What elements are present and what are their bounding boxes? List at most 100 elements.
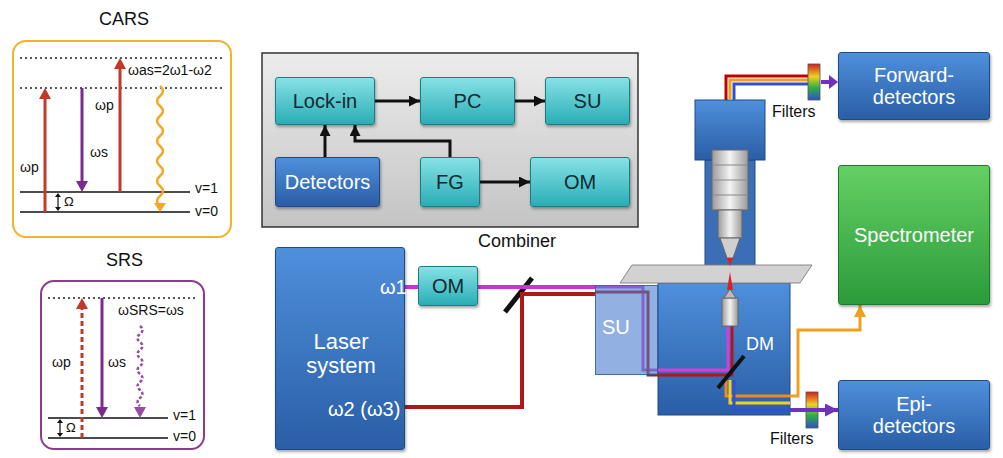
omega-arrow	[59, 423, 60, 433]
signal-arrow	[480, 181, 530, 184]
arrow-head	[134, 407, 146, 418]
energy-label: Ω	[66, 421, 76, 434]
epi-beam	[730, 380, 790, 403]
node-text: OM	[564, 171, 596, 193]
arrow-head	[57, 419, 63, 423]
virtual-level	[48, 297, 195, 298]
modulator-box: OM	[418, 266, 478, 306]
part-label: Filters	[770, 430, 814, 448]
signal-arrow	[324, 125, 327, 157]
arrow-head	[154, 203, 166, 212]
arrow-head	[57, 433, 63, 437]
forward-beam	[734, 84, 808, 100]
condenser-tip	[720, 238, 740, 258]
energy-label: v=0	[195, 204, 218, 219]
node-text: PC	[454, 90, 482, 112]
beam-connector	[478, 285, 595, 289]
node-text: SU	[574, 90, 602, 112]
spectrometer-box: Spectrometer	[838, 165, 990, 305]
node-text: SU	[602, 316, 630, 338]
node-text: ω1	[380, 276, 407, 298]
arrow-head	[96, 407, 108, 418]
microscope-body: DM	[658, 283, 790, 415]
forward-arrow	[821, 80, 830, 84]
node-text: CARS	[14, 10, 234, 30]
node-text: SRS	[42, 251, 207, 271]
focus-cone	[727, 272, 733, 290]
dichroic-mirror	[718, 356, 744, 388]
energy-label: ωp	[95, 98, 114, 113]
process-box: PC	[420, 77, 515, 125]
omega-arrow	[57, 197, 58, 207]
node-text: Forward- detectors	[859, 64, 969, 108]
detector-box: Epi- detectors	[838, 380, 990, 450]
pump-arrow	[119, 68, 122, 192]
energy-label: ωp	[20, 160, 39, 175]
condenser-lens	[712, 150, 748, 210]
lens-ring	[712, 165, 748, 166]
energy-label: ωSRS=ωs	[118, 303, 184, 318]
arrow-head	[55, 193, 61, 197]
process-box: FG	[420, 157, 480, 207]
node-text: OM	[432, 275, 464, 297]
node-text: Spectrometer	[854, 224, 974, 246]
beam-connector	[405, 285, 418, 289]
process-box: Detectors	[275, 157, 380, 207]
sample-stage	[620, 265, 812, 283]
node-text: ω2 (ω3)	[328, 398, 400, 420]
signal-arrow	[375, 100, 420, 103]
virtual-level	[20, 57, 225, 58]
microscope-body	[658, 283, 790, 415]
epi-beam	[726, 380, 790, 396]
focus-cone	[727, 258, 733, 266]
node-text: Detectors	[285, 171, 371, 193]
energy-label: ωp	[52, 355, 71, 370]
beam-connector	[790, 408, 838, 412]
detector-box: Forward- detectors	[838, 52, 990, 120]
node-text: FG	[436, 171, 464, 193]
energy-label: ωas=2ω1-ω2	[128, 63, 212, 78]
process-box: SU	[545, 77, 630, 125]
forward-beam	[726, 76, 808, 100]
arrow-head	[829, 75, 838, 89]
pump-arrow	[44, 98, 47, 212]
forward-beam	[730, 80, 808, 100]
condenser-lens	[718, 210, 742, 238]
arrow-head	[76, 181, 88, 192]
stokes-arrow	[101, 298, 104, 408]
arrow-head	[55, 207, 61, 211]
pump-arrow	[81, 308, 84, 438]
part-label: Combiner	[478, 232, 556, 252]
arrow-head	[39, 88, 51, 99]
lens-ring	[712, 180, 748, 181]
beam-connector	[405, 294, 595, 407]
energy-label: ωs	[90, 145, 108, 160]
energy-label: v=1	[195, 181, 218, 196]
node-text: Lock-in	[293, 90, 357, 112]
anti-stokes-wave	[157, 86, 163, 206]
scan-unit: SU	[595, 285, 658, 375]
control-panel	[262, 53, 638, 227]
signal-arrow	[355, 125, 450, 157]
arrow-head	[114, 58, 126, 69]
energy-label: v=0	[173, 429, 196, 444]
arrow-head	[76, 298, 88, 309]
energy-label: v=1	[173, 408, 196, 423]
part-label: Filters	[772, 103, 816, 121]
epi-beam	[734, 380, 790, 410]
srs-wave	[138, 326, 143, 406]
process-box: OM	[530, 157, 630, 207]
filter	[808, 64, 820, 100]
stokes-arrow	[81, 88, 84, 182]
virtual-level	[20, 87, 225, 88]
process-box: Lock-in	[275, 77, 375, 125]
energy-level	[48, 417, 168, 419]
energy-level	[48, 437, 168, 439]
energy-label: Ω	[64, 195, 74, 208]
objective-lens	[722, 298, 738, 326]
node-text: Epi- detectors	[864, 393, 964, 437]
node-text: DM	[746, 335, 774, 355]
objective-tip	[724, 289, 736, 298]
energy-label: ωs	[108, 355, 126, 370]
signal-arrow	[515, 100, 545, 103]
